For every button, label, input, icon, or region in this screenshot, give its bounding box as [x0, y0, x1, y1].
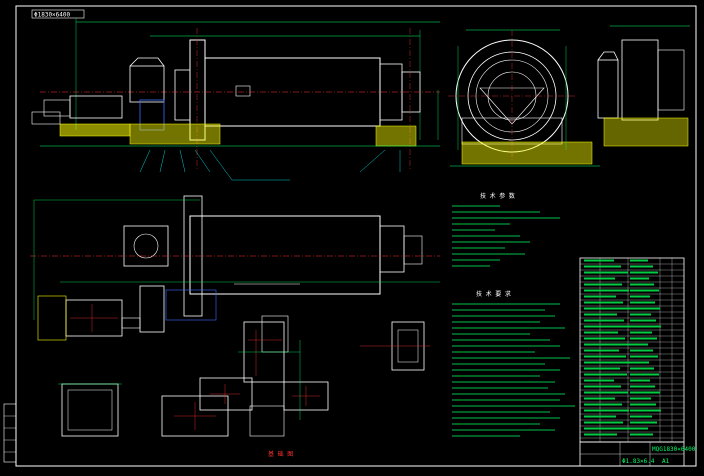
plan-shell: [189, 215, 381, 295]
foundation-detail-view: 基 础 图: [58, 315, 430, 458]
parts-row-text: [630, 283, 654, 286]
parts-row-text: [630, 361, 649, 364]
drive-motor: [69, 95, 123, 119]
tech-requirements-title: 技 术 要 求: [476, 290, 511, 298]
right-bearing-foundation: [375, 125, 417, 147]
parts-row-text: [630, 379, 650, 382]
parts-row-text: [584, 265, 621, 268]
parts-row-text: [584, 307, 630, 310]
parts-row-text: [584, 313, 617, 316]
parts-row-text: [584, 325, 631, 328]
parts-row-text: [630, 355, 658, 358]
parts-row-text: [630, 289, 659, 292]
parts-row-text: [584, 409, 629, 412]
parts-row-text: [630, 433, 653, 436]
parts-row-text: [630, 265, 653, 268]
front-elevation-view: [31, 18, 440, 181]
parts-row-text: [630, 427, 648, 430]
title-block: MQG1830×6400 Φ1.83×6.4 A1: [579, 441, 696, 467]
parts-row-text: [584, 361, 633, 364]
parts-row-text: [584, 397, 615, 400]
parts-row-text: [630, 397, 651, 400]
parts-row-text: [584, 391, 628, 394]
parts-row-text: [630, 349, 653, 352]
parts-row-text: [584, 259, 614, 262]
parts-row-text: [630, 385, 655, 388]
parts-row-text: [630, 325, 661, 328]
parts-row-text: [584, 385, 621, 388]
parts-row-text: [630, 337, 657, 340]
tech-specs-title: 技 术 参 数: [480, 192, 515, 200]
parts-row-text: [630, 259, 648, 262]
parts-row-text: [630, 301, 655, 304]
title-block-code: MQG1830×6400: [652, 446, 696, 453]
parts-row-text: [584, 277, 615, 280]
parts-row-text: [630, 391, 660, 394]
revision-strip: [3, 403, 17, 463]
title-block-sheet: A1: [662, 458, 670, 465]
parts-row-text: [630, 343, 648, 346]
tech-requirements-block: 技 术 要 求: [452, 290, 575, 437]
parts-row-text: [584, 289, 629, 292]
foundation-title: 基 础 图: [268, 450, 293, 458]
parts-row-text: [630, 415, 652, 418]
parts-row-text: [584, 373, 627, 376]
tech-specs-block: 技 术 参 数: [452, 192, 560, 267]
parts-row-text: [584, 367, 620, 370]
parts-row-text: [584, 295, 616, 298]
side-foundation: [461, 141, 593, 165]
parts-row-text: [630, 421, 657, 424]
parts-row-text: [584, 403, 622, 406]
drawing-border: [15, 5, 697, 467]
parts-row-text: [584, 337, 625, 340]
parts-row-text: [584, 349, 619, 352]
plan-view: [30, 195, 440, 341]
side-elevation-view: [448, 25, 690, 167]
parts-row-text: [630, 367, 654, 370]
parts-row-text: [630, 403, 656, 406]
parts-row-text: [630, 277, 649, 280]
left-bearing-foundation: [129, 123, 221, 145]
parts-row-text: [584, 271, 628, 274]
drawing-tag: Φ1830×6400: [31, 9, 85, 19]
leader-lines: [139, 149, 401, 181]
parts-row-text: [584, 421, 623, 424]
parts-row-text: [584, 301, 623, 304]
parts-row-text: [630, 373, 659, 376]
parts-row-text: [584, 379, 614, 382]
motor-foundation: [59, 123, 131, 137]
parts-row-text: [630, 271, 658, 274]
parts-row-text: [584, 415, 616, 418]
parts-row-text: [584, 283, 622, 286]
parts-row-text: [584, 319, 624, 322]
drawing-tag-text: Φ1830×6400: [34, 12, 71, 19]
parts-list-table: [579, 257, 685, 443]
parts-row-text: [584, 343, 632, 346]
parts-row-text: [630, 409, 661, 412]
parts-row-text: [630, 313, 651, 316]
parts-row-text: [630, 295, 650, 298]
parts-row-text: [584, 331, 618, 334]
parts-row-text: [584, 355, 626, 358]
parts-row-text: [630, 331, 652, 334]
parts-row-text: [584, 427, 630, 430]
parts-row-text: [584, 433, 617, 436]
title-block-spec: Φ1.83×6.4: [622, 458, 655, 465]
parts-row-text: [630, 307, 660, 310]
parts-row-text: [630, 319, 656, 322]
